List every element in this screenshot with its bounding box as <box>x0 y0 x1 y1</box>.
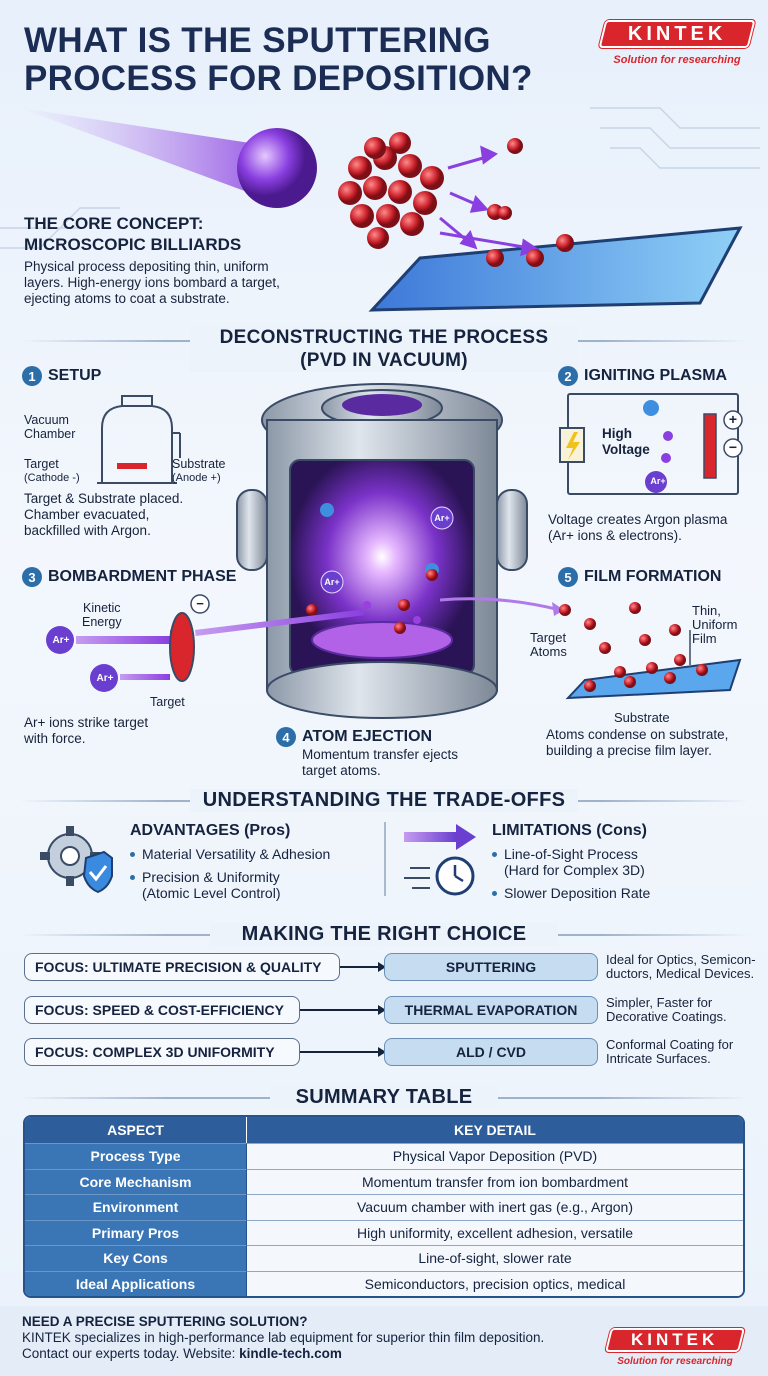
choice-heading: MAKING THE RIGHT CHOICE <box>210 923 558 946</box>
bombard-target-label: Target <box>150 695 185 709</box>
page-title: WHAT IS THE SPUTTERING PROCESS FOR DEPOS… <box>24 21 533 98</box>
summary-heading: SUMMARY TABLE <box>270 1086 498 1109</box>
step4-description: Momentum transfer ejects target atoms. <box>302 747 459 778</box>
cons-item: Slower Deposition Rate <box>492 885 650 901</box>
film-substrate-label: Substrate <box>614 710 670 725</box>
pros-panel: ADVANTAGES (Pros) Material Versatility &… <box>130 822 331 901</box>
setup-chamber-icon <box>97 395 181 484</box>
step3-description: Ar+ ions strike target with force. <box>24 715 149 746</box>
bombard-ion-label-2: Ar+ <box>96 673 114 684</box>
plasma-ion-label: Ar+ <box>650 476 666 486</box>
chamber-ion-label-1: Ar+ <box>434 513 450 523</box>
billiards-illustration <box>0 107 760 312</box>
step1-description: Target & Substrate placed. Chamber evacu… <box>24 491 184 538</box>
cons-item: Line-of-Sight Process(Hard for Complex 3… <box>492 846 650 878</box>
arrow-clock-icon <box>404 824 476 896</box>
bombard-ion-label-1: Ar+ <box>52 635 70 646</box>
process-heading: DECONSTRUCTING THE PROCESS (PVD IN VACUU… <box>190 326 578 372</box>
vacuum-chamber-illustration <box>236 383 528 719</box>
table-header-row: ASPECT KEY DETAIL <box>25 1117 743 1143</box>
cons-panel: LIMITATIONS (Cons) Line-of-Sight Process… <box>492 822 651 901</box>
bombardment-illustration <box>46 594 365 692</box>
gear-shield-icon <box>40 826 113 894</box>
website-link[interactable]: kindle-tech.com <box>239 1346 342 1361</box>
atom-cluster <box>338 132 444 249</box>
anode-plus-sign: + <box>728 411 738 427</box>
substrate-plate <box>368 226 743 312</box>
footer-brand-logo: KINTEK Solution for researching <box>605 1328 745 1367</box>
pros-item: Precision & Uniformity(Atomic Level Cont… <box>130 869 330 901</box>
high-voltage-label: High Voltage <box>602 426 650 457</box>
ion-sphere <box>237 128 317 208</box>
cathode-minus-sign: − <box>728 439 738 455</box>
kinetic-energy-label: Kinetic Energy <box>82 601 122 629</box>
chamber-ion-label-2: Ar+ <box>324 577 340 587</box>
target-minus-sign: − <box>196 596 204 611</box>
footer-text: NEED A PRECISE SPUTTERING SOLUTION? KINT… <box>22 1314 545 1361</box>
core-concept-title: THE CORE CONCEPT: MICROSCOPIC BILLIARDS <box>24 214 242 254</box>
substrate-anode-label: Substrate (Anode +) <box>172 457 226 484</box>
pros-item: Material Versatility & Adhesion <box>130 846 330 862</box>
plasma-circuit-icon <box>559 393 743 495</box>
target-cathode-label: Target (Cathode -) <box>24 457 80 484</box>
step5-description: Atoms condense on substrate, building a … <box>546 727 729 758</box>
target-atoms-label: Target Atoms <box>530 630 567 659</box>
thin-film-label: Thin, Uniform Film <box>692 603 738 646</box>
tradeoffs-divider <box>384 822 386 896</box>
film-formation-illustration <box>440 597 742 700</box>
step2-description: Voltage creates Argon plasma (Ar+ ions &… <box>548 512 728 543</box>
brand-logo: KINTEK Solution for researching <box>598 20 756 66</box>
vacuum-chamber-label: Vacuum Chamber <box>24 413 76 441</box>
core-concept-text: Physical process depositing thin, unifor… <box>24 259 280 306</box>
tradeoffs-heading: UNDERSTANDING THE TRADE-OFFS <box>190 789 578 812</box>
